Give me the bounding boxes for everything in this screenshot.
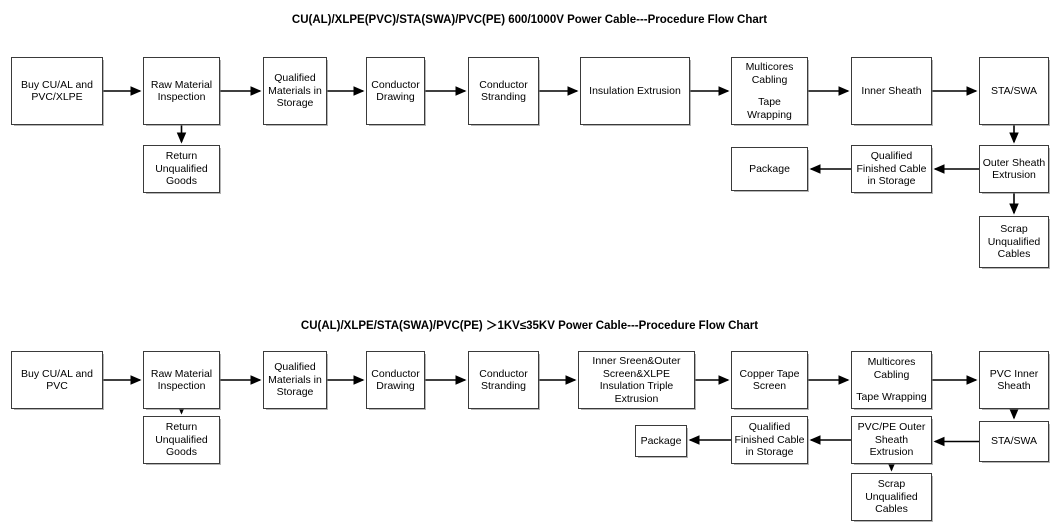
process-box-lv-drawing[interactable]: Conductor Drawing bbox=[366, 57, 425, 125]
process-box-label: Multicores Cabling bbox=[867, 356, 916, 381]
process-box-mv-triple[interactable]: Inner Sreen&Outer Screen&XLPE Insulation… bbox=[578, 351, 695, 409]
process-box-label: Qualified Materials in Storage bbox=[268, 72, 322, 110]
process-box-label: Package bbox=[640, 434, 682, 447]
process-box-label: Conductor Drawing bbox=[371, 367, 420, 393]
process-box-mv-armour[interactable]: STA/SWA bbox=[979, 421, 1049, 462]
process-box-lv-package[interactable]: Package bbox=[731, 147, 808, 191]
process-box-mv-pvc-inner[interactable]: PVC Inner Sheath bbox=[979, 351, 1049, 409]
process-box-label: Return Unqualified Goods bbox=[155, 150, 208, 188]
process-box-label: Qualified Materials in Storage bbox=[268, 361, 322, 399]
process-box-mv-return[interactable]: Return Unqualified Goods bbox=[143, 416, 220, 464]
process-box-lv-return[interactable]: Return Unqualified Goods bbox=[143, 145, 220, 193]
process-box-lv-stranding[interactable]: Conductor Stranding bbox=[468, 57, 539, 125]
process-box-mv-inspect[interactable]: Raw Material Inspection bbox=[143, 351, 220, 409]
process-box-mv-drawing[interactable]: Conductor Drawing bbox=[366, 351, 425, 409]
process-box-lv-scrap[interactable]: Scrap Unqualified Cables bbox=[979, 216, 1049, 268]
process-box-lv-outer-sheath[interactable]: Outer Sheath Extrusion bbox=[979, 145, 1049, 193]
process-box-mv-storage[interactable]: Qualified Materials in Storage bbox=[263, 351, 327, 409]
process-box-mv-stranding[interactable]: Conductor Stranding bbox=[468, 351, 539, 409]
process-box-mv-package[interactable]: Package bbox=[635, 425, 687, 457]
process-box-label: STA/SWA bbox=[990, 435, 1038, 448]
process-box-mv-copper-tape[interactable]: Copper Tape Screen bbox=[731, 351, 808, 409]
process-box-lv-inspect[interactable]: Raw Material Inspection bbox=[143, 57, 220, 125]
process-box-mv-buy[interactable]: Buy CU/AL and PVC bbox=[11, 351, 103, 409]
process-box-label: Buy CU/AL and PVC/XLPE bbox=[21, 78, 93, 104]
process-box-label: Raw Material Inspection bbox=[150, 367, 213, 393]
process-box-label: Scrap Unqualified Cables bbox=[865, 478, 918, 516]
process-box-label: Conductor Stranding bbox=[479, 367, 528, 393]
process-box-lv-inner-sheath[interactable]: Inner Sheath bbox=[851, 57, 932, 125]
process-box-label: Qualified Finished Cable in Storage bbox=[856, 150, 927, 188]
process-box-lv-finished[interactable]: Qualified Finished Cable in Storage bbox=[851, 145, 932, 193]
chart-title-chart-lv: CU(AL)/XLPE(PVC)/STA(SWA)/PVC(PE) 600/10… bbox=[291, 14, 768, 26]
process-box-label: Multicores Cabling bbox=[745, 61, 794, 86]
process-box-label: Insulation Extrusion bbox=[589, 84, 681, 97]
process-box-label: Package bbox=[749, 162, 790, 175]
process-box-lv-armour[interactable]: STA/SWA bbox=[979, 57, 1049, 125]
process-box-lv-storage[interactable]: Qualified Materials in Storage bbox=[263, 57, 327, 125]
process-box-label: Return Unqualified Goods bbox=[155, 421, 208, 459]
process-box-label: Raw Material Inspection bbox=[150, 78, 213, 104]
process-box-label: PVC/PE Outer Sheath Extrusion bbox=[857, 421, 926, 459]
process-box-mv-outer-sheath[interactable]: PVC/PE Outer Sheath Extrusion bbox=[851, 416, 932, 464]
process-box-label: Outer Sheath Extrusion bbox=[982, 156, 1046, 182]
process-box-label: Tape Wrapping bbox=[856, 391, 927, 404]
process-box-mv-finished[interactable]: Qualified Finished Cable in Storage bbox=[731, 416, 808, 464]
process-box-label: Conductor Drawing bbox=[371, 78, 420, 104]
process-box-lv-insulation[interactable]: Insulation Extrusion bbox=[580, 57, 690, 125]
process-box-lv-buy[interactable]: Buy CU/AL and PVC/XLPE bbox=[11, 57, 103, 125]
process-box-label: Inner Sreen&Outer Screen&XLPE Insulation… bbox=[592, 355, 681, 405]
process-box-label: Tape Wrapping bbox=[747, 96, 792, 121]
chart-title-chart-mv: CU(AL)/XLPE/STA(SWA)/PVC(PE) ＞1KV≤35KV P… bbox=[300, 320, 759, 332]
process-box-label: STA/SWA bbox=[990, 84, 1038, 97]
process-box-label: Scrap Unqualified Cables bbox=[987, 223, 1041, 261]
process-box-label: Inner Sheath bbox=[861, 84, 922, 97]
process-box-label: Qualified Finished Cable in Storage bbox=[734, 421, 805, 459]
process-box-label: PVC Inner Sheath bbox=[989, 367, 1039, 393]
process-box-label: Copper Tape Screen bbox=[739, 367, 800, 393]
process-box-mv-scrap[interactable]: Scrap Unqualified Cables bbox=[851, 473, 932, 521]
process-box-label: Buy CU/AL and PVC bbox=[21, 367, 93, 393]
process-box-label: Conductor Stranding bbox=[479, 78, 528, 104]
